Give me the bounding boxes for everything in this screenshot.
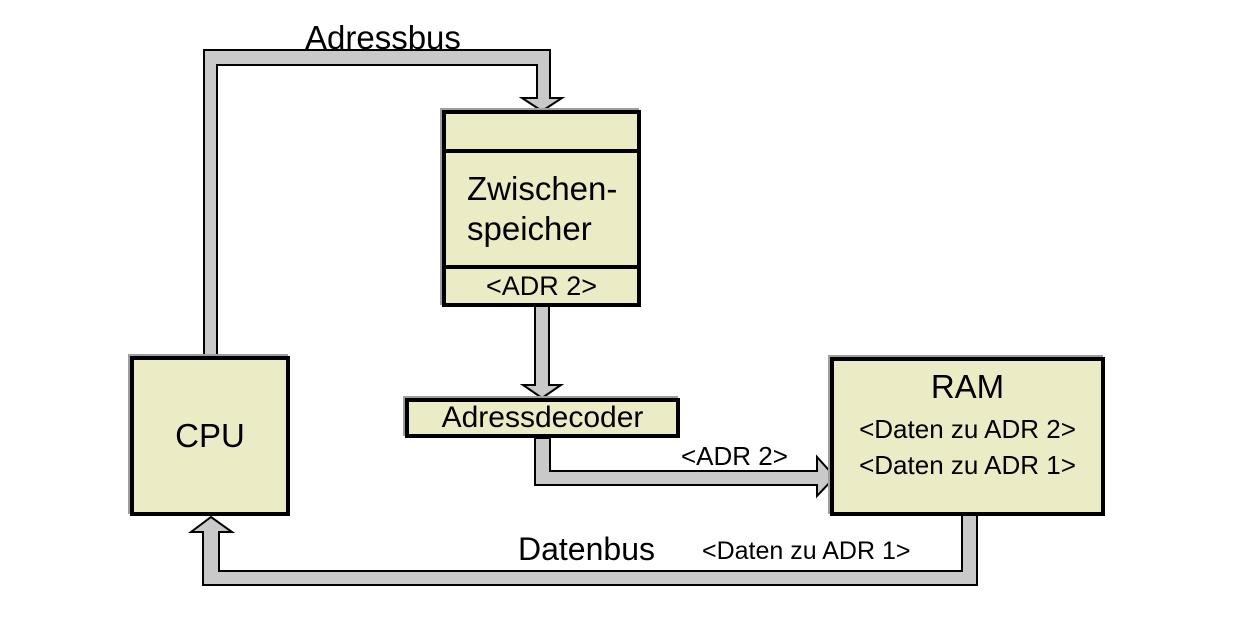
adr2-bus-label: <ADR 2>: [681, 441, 788, 471]
decoder-to-ram-arrow: [534, 437, 837, 499]
datenbus-label: Datenbus: [518, 531, 655, 567]
ram-data-row-adr2: <Daten zu ADR 2>: [859, 414, 1076, 444]
decoder-label: Adressdecoder: [441, 401, 644, 434]
cpu-label: CPU: [175, 417, 245, 454]
adressbus-label: Adressbus: [305, 19, 461, 56]
ram-data-row-adr1: <Daten zu ADR 1>: [859, 450, 1076, 480]
datenbus-value-label: <Daten zu ADR 1>: [702, 537, 911, 565]
buffer-label: Zwischen- speicher: [446, 153, 637, 265]
ram-box: RAM <Daten zu ADR 2> <Daten zu ADR 1>: [830, 357, 1105, 516]
buffer-label-line2: speicher: [467, 210, 592, 247]
buffer-address-slot: <ADR 2>: [446, 265, 637, 303]
buffer-label-line1: Zwischen-: [467, 170, 618, 207]
adressbus-pipe-arrow: [203, 49, 566, 359]
buffer-empty-slot: [446, 114, 637, 153]
cpu-box: CPU: [130, 356, 290, 516]
decoder-box: Adressdecoder: [405, 398, 680, 438]
buffer-box: Zwischen- speicher <ADR 2>: [442, 110, 641, 307]
ram-label: RAM: [930, 368, 1005, 405]
datenbus-pipe-arrow: [188, 514, 978, 586]
buffer-to-decoder-arrow: [519, 302, 565, 400]
